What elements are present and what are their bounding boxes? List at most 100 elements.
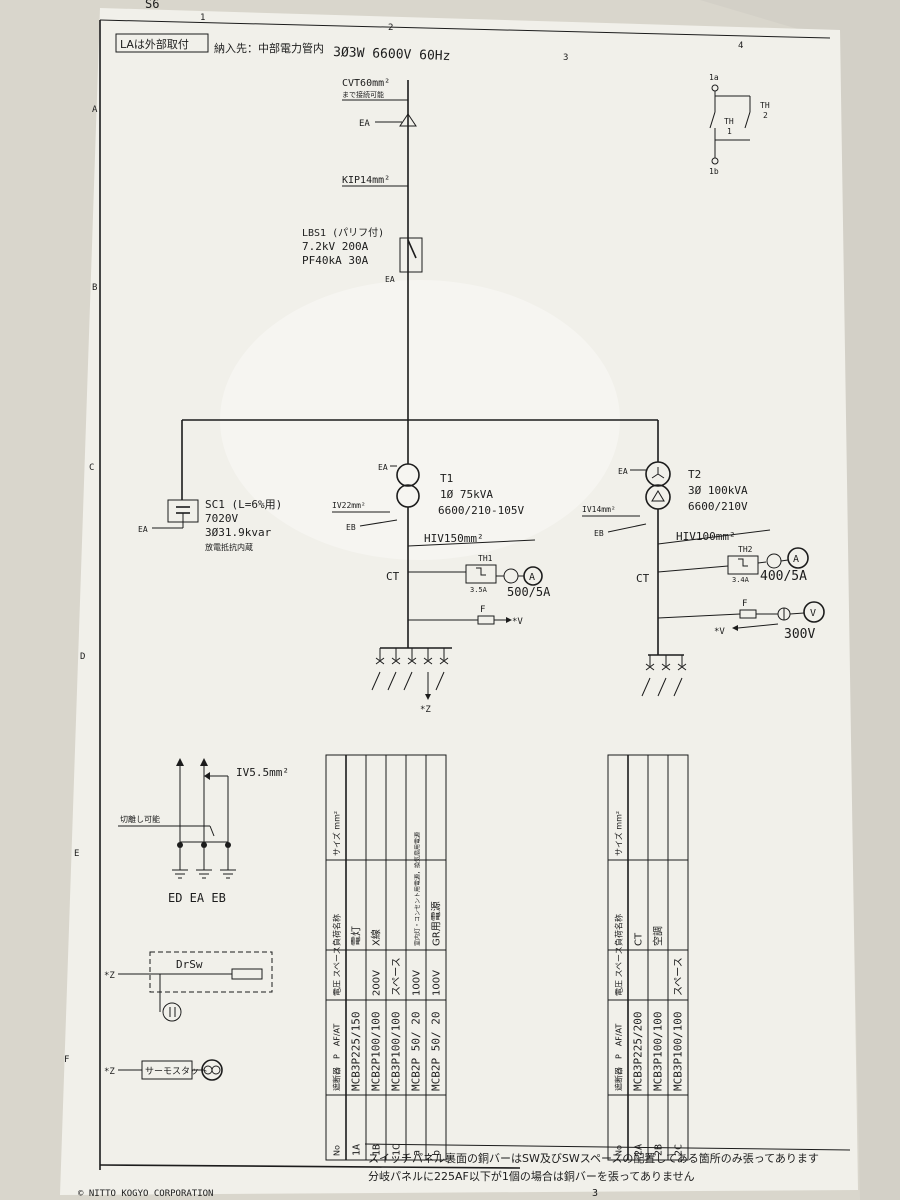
t1-z-arrow <box>425 694 431 700</box>
supply-area: 納入先：中部電力管内 <box>214 41 324 55</box>
drsw-label: DrSw <box>176 958 203 971</box>
lbs-rating: 7.2kV 200A <box>302 240 369 253</box>
sc-note: 放電抵抗内蔵 <box>205 542 253 552</box>
table1-header-0: No <box>333 1145 342 1156</box>
t2-primary-winding <box>645 461 671 487</box>
t1-fuse-arrow <box>506 617 512 623</box>
t2-eb-line <box>607 523 647 533</box>
t1-branch-breakers <box>371 648 449 694</box>
t1-fuse-label: F <box>480 605 485 615</box>
t1-iv: IV22mm² <box>332 501 366 510</box>
t2-ammeter <box>787 547 809 569</box>
table1-cell: MCB2P 50/ 20 <box>430 1012 443 1091</box>
col-mark-1: 1 <box>200 13 205 23</box>
table2-cell: 2C <box>674 1144 685 1156</box>
t2-ea-label: EA <box>618 467 628 476</box>
t2-name: T2 <box>688 468 701 481</box>
la-note: LAは外部取付 <box>120 37 189 51</box>
table2-cell: 空調 <box>652 926 665 946</box>
table1-header-1: 遮断器 P AF/AT <box>332 1024 342 1091</box>
table2-cell: MCB3P100/100 <box>652 1012 665 1091</box>
thermo-z-ref: *Z <box>104 1067 115 1077</box>
sc-name: SC1 (L=6%用) <box>205 498 282 511</box>
t1-name: T1 <box>440 472 453 485</box>
col-mark-bottom: 3 <box>592 1188 598 1199</box>
th1-label: TH <box>724 117 734 126</box>
table1-cell: 1A <box>352 1144 363 1156</box>
t2-fuse-label: F <box>742 599 747 609</box>
sc-kvar: 3Ø31.9kvar <box>205 526 272 539</box>
th2-label: TH <box>760 101 770 110</box>
table1-cell: スペース <box>392 957 403 996</box>
th1-contact <box>709 111 716 129</box>
t1-primary-winding <box>396 463 420 487</box>
row-mark-A: A <box>92 105 98 115</box>
table2-cell: MCB3P100/100 <box>672 1012 685 1091</box>
table2-header-2: 電圧 スペース <box>615 946 624 996</box>
th2-amp: 3.4A <box>732 576 750 584</box>
t1-ct-ratio: 500/5A <box>507 585 551 599</box>
th1-num: 1 <box>727 127 732 136</box>
t2-kva: 3Ø 100kVA <box>688 484 748 497</box>
lbs-ea: EA <box>385 275 395 284</box>
table2-header-1: 遮断器 P AF/AT <box>614 1024 624 1091</box>
la-note-box <box>115 33 209 53</box>
row-mark-F: F <box>64 1055 69 1065</box>
t1-ammeter-label: A <box>529 572 535 583</box>
th2-to-ct <box>757 561 767 564</box>
row-mark-B: B <box>92 283 97 293</box>
t2-ratio: 6600/210V <box>688 500 748 513</box>
row-mark-E: E <box>74 849 79 859</box>
table1-cell: 電灯 <box>351 926 363 946</box>
incoming-cable-note: まで接続可能 <box>342 90 384 99</box>
t2-ct-ratio: 400/5A <box>760 569 807 584</box>
table1-cell: 1C <box>392 1144 403 1156</box>
table1-cell: 100V <box>432 970 443 996</box>
earth-note: 切離し可能 <box>120 814 160 824</box>
footer-rule <box>364 1143 851 1151</box>
table2-cell: 2B <box>654 1144 665 1156</box>
t2-voltmeter <box>803 601 825 623</box>
t1-kva: 1Ø 75kVA <box>440 488 493 501</box>
border-top <box>99 19 831 39</box>
kip-cable: KIP14mm² <box>342 175 390 186</box>
background-sheet <box>700 0 900 1200</box>
table2-cell: スペース <box>674 957 685 996</box>
sc-voltage: 7020V <box>205 512 238 525</box>
table2-header-0: No <box>615 1145 624 1156</box>
row-mark-C: C <box>89 463 94 473</box>
t1-ammeter <box>523 566 543 586</box>
table1-cell: MCB2P100/100 <box>370 1012 383 1091</box>
lbs-name: LBS1 (パリフ付) <box>302 226 384 239</box>
table2-header-3: 負荷名称 <box>614 914 624 946</box>
t1-hiv-leader <box>407 539 536 547</box>
t1-ea-label: EA <box>378 463 388 472</box>
col-mark-2: 2 <box>388 23 393 33</box>
table2-header-4: サイズ mm² <box>614 811 624 856</box>
t1-z-ref: *Z <box>420 705 431 715</box>
sc-ea-label: EA <box>138 525 148 534</box>
table1-cell: MCB3P225/150 <box>350 1012 363 1091</box>
t2-v-ref: *V <box>714 627 725 637</box>
incoming-cable: CVT60mm² <box>342 78 390 89</box>
th1-box <box>465 564 497 584</box>
table1-header-2: 電圧 スペース <box>333 946 342 996</box>
t2-branch-breakers <box>641 655 687 697</box>
fan-icon <box>201 1059 223 1081</box>
lbs-pf: PF40kA 30A <box>302 254 369 267</box>
table1-cell: 室内灯・コンセント用電源，換気扇用電源 <box>414 832 422 946</box>
lbs-switch-blade <box>407 239 417 259</box>
drsw-box <box>149 951 273 993</box>
table1-header-4: サイズ mm² <box>332 811 342 856</box>
t2-vm-range: 300V <box>784 627 815 642</box>
th2-box <box>727 555 759 575</box>
t2-vs-to-v <box>789 612 805 615</box>
ea-top-label: EA <box>359 119 370 129</box>
table1-cell: GR用電源 <box>430 901 443 946</box>
lbs-box <box>399 237 423 273</box>
t2-hiv-leader <box>657 529 771 545</box>
t2-v-ref-arrow <box>732 625 738 631</box>
